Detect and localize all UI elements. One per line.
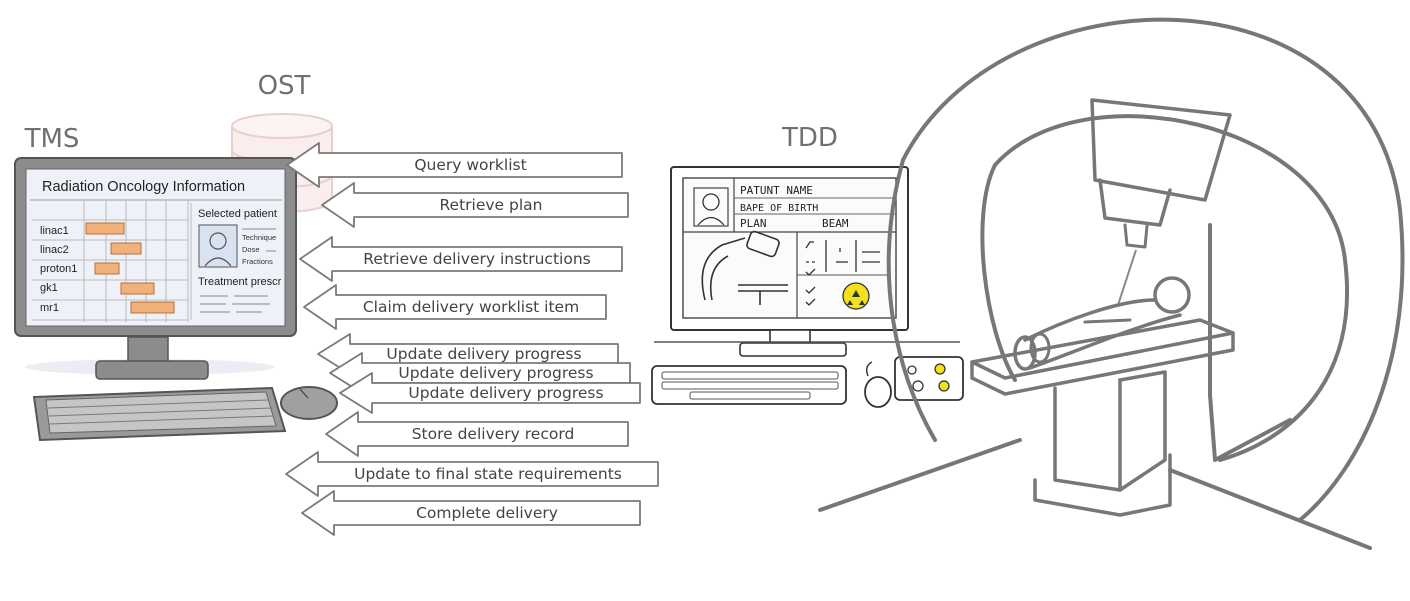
arrow-shape <box>285 451 659 497</box>
message-label: Update to final state requirements <box>354 465 622 483</box>
tms-screen: Radiation Oncology Information linac1 li… <box>30 179 282 322</box>
arrow-shape <box>339 372 641 414</box>
message-arrow: Update to final state requirements <box>285 451 659 497</box>
machine-row-linac1: linac1 <box>40 225 69 237</box>
arrow-shape <box>321 182 629 228</box>
tdd-label: TDD <box>781 123 838 153</box>
tdd-beam-label: BEAM <box>822 217 849 230</box>
patient-photo <box>198 224 238 268</box>
treatment-prescription-label: Treatment prescr <box>198 276 282 288</box>
selected-patient-label: Selected patient <box>198 208 277 220</box>
message-arrow: Update delivery progress <box>339 372 641 414</box>
machine-row-linac2: linac2 <box>40 244 69 256</box>
patient-avatar-icon <box>693 187 729 227</box>
message-arrow: Claim delivery worklist item <box>303 284 607 330</box>
message-label: Retrieve plan <box>439 196 542 214</box>
patient-field-dose: Dose <box>242 245 260 254</box>
tms-screen-title: Radiation Oncology Information <box>42 179 245 195</box>
schedule-bar <box>130 301 175 314</box>
tms-mouse-icon <box>280 386 338 420</box>
machine-row-mr1: mr1 <box>40 302 59 314</box>
message-label: Update delivery progress <box>408 384 603 402</box>
message-label: Retrieve delivery instructions <box>363 250 590 268</box>
message-label: Claim delivery worklist item <box>363 298 579 316</box>
message-label: Update delivery progress <box>386 345 581 363</box>
message-arrow: Query worklist <box>286 142 623 188</box>
tdd-date-of-birth: BAPE OF BIRTH <box>740 203 818 214</box>
patient-field-technique: Technique <box>242 233 276 242</box>
message-arrow: Complete delivery <box>301 490 641 536</box>
checklist-icon <box>805 240 880 306</box>
patient-field-fractions: Fractions <box>242 257 273 266</box>
tms-keyboard-icon <box>32 386 287 442</box>
tdd-mouse-icon <box>864 361 892 408</box>
tdd-screen: PATUNT NAME BAPE OF BIRTH PLAN BEAM <box>683 178 896 318</box>
schedule-bar <box>110 242 142 255</box>
schedule-bar <box>85 222 125 235</box>
message-label: Update delivery progress <box>398 364 593 382</box>
arrow-shape <box>325 411 629 457</box>
arrow-shape <box>303 284 607 330</box>
ost-label: OST <box>258 71 311 101</box>
linac-head <box>1090 98 1232 306</box>
schedule-bar <box>94 262 120 275</box>
message-arrow: Store delivery record <box>325 411 629 457</box>
message-arrow: Retrieve plan <box>321 182 629 228</box>
tdd-patient-name: PATUNT NAME <box>740 184 813 197</box>
gantry-ring-outer <box>901 17 1402 212</box>
schedule-bar <box>120 282 155 295</box>
message-label: Query worklist <box>414 156 526 174</box>
tdd-keyboard-icon <box>651 365 847 405</box>
patient-figure <box>1013 276 1191 371</box>
arrow-shape <box>299 236 623 282</box>
arrow-shape <box>301 490 641 536</box>
radiation-warning-icon <box>842 282 870 310</box>
message-arrow: Retrieve delivery instructions <box>299 236 623 282</box>
machine-row-proton1: proton1 <box>40 263 77 275</box>
machine-row-gk1: gk1 <box>40 282 58 294</box>
tdd-plan-label: PLAN <box>740 217 767 230</box>
tms-label: TMS <box>24 124 80 154</box>
linac-thumbnail-icon <box>701 230 788 305</box>
arrow-shape <box>286 142 623 188</box>
treatment-couch <box>970 318 1235 517</box>
message-label: Store delivery record <box>412 425 575 443</box>
message-label: Complete delivery <box>416 504 558 522</box>
treatment-room <box>818 17 1405 550</box>
gantry-ring-inner <box>993 114 1349 462</box>
